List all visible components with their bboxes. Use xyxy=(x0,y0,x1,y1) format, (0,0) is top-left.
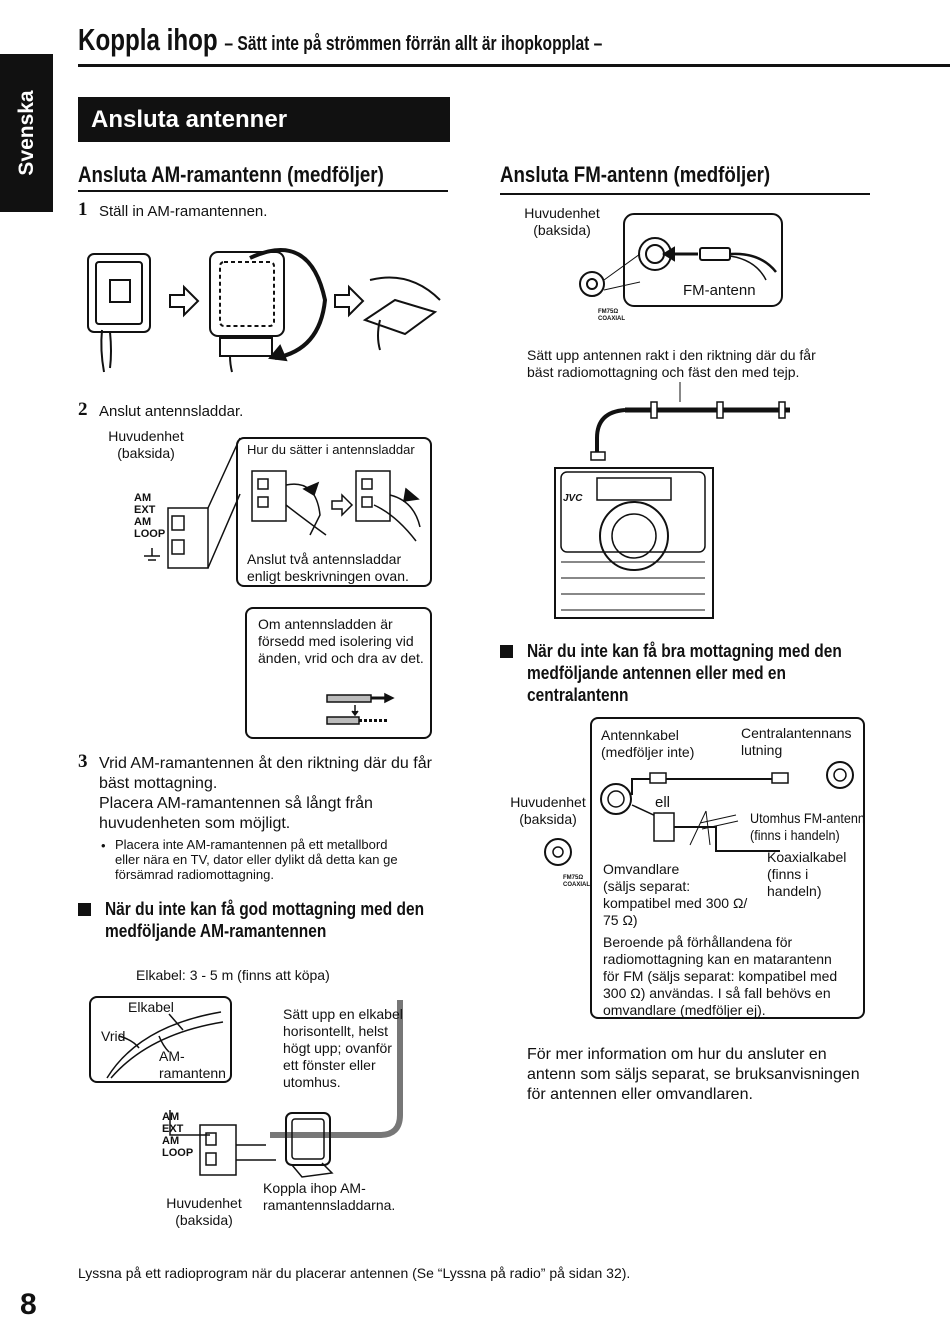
stereo-unit-illustration xyxy=(554,382,790,619)
insulation-box: Om antennsladden är försedd med isolerin… xyxy=(245,607,432,739)
am-step3-text: Vrid AM-ramantennen åt den riktning där … xyxy=(99,754,459,834)
fm-connection-illustration xyxy=(579,213,783,307)
fm-poor-reception-box xyxy=(590,717,865,1019)
page-title-subtitle: – Sätt inte på strömmen förrän allt är i… xyxy=(224,33,603,55)
am-terminal-label: AM xyxy=(134,516,152,528)
am-main-unit-label: Huvudenhet (baksida) xyxy=(108,428,184,461)
fm-or-label: ell xyxy=(655,794,671,811)
am-poor-heading: När du inte kan få god mottagning med de… xyxy=(105,899,425,941)
fm-antenna-cable-label: Antennkabel (medföljer inte) xyxy=(601,727,695,760)
fm-heading: Ansluta FM-antenn (medföljer) xyxy=(500,162,771,187)
am-terminal-label: AM xyxy=(134,492,152,504)
fm-more-info: För mer information om hur du ansluter e… xyxy=(527,1046,860,1103)
page-title: Koppla ihop – Sätt inte på strömmen förr… xyxy=(78,22,602,58)
bullet-dot: • xyxy=(101,838,106,853)
fm-heading-rule xyxy=(500,193,870,195)
fm-coax-label: Koaxialkabel (finns i handeln) xyxy=(767,849,847,899)
am-bottom-main-unit-label: Huvudenhet (baksida) xyxy=(166,1195,242,1228)
am-terminal-label: AM xyxy=(162,1111,180,1123)
am-poor-heading-square xyxy=(78,903,91,916)
am-wire-note: Sätt upp en elkabel horisontellt, helst … xyxy=(283,1006,403,1090)
am-inset-vrid: Vrid xyxy=(101,1028,126,1044)
fm-main-unit-label-2: Huvudenhet (baksida) xyxy=(510,794,586,827)
fm-instruction: Sätt upp antennen rakt i den riktning dä… xyxy=(527,347,816,380)
am-step1-number: 1 xyxy=(78,199,88,220)
am-bottom-terminal-labels: AM EXT AM LOOP xyxy=(162,1111,193,1159)
am-step3-line: Placera AM-ramantennen så långt från xyxy=(99,795,373,812)
fm-central-outlet-label: Centralantennans lutning xyxy=(741,725,852,758)
fm-converter-label: Omvandlare (säljs separat: kompatibel me… xyxy=(603,861,748,928)
am-step3-line: Vrid AM-ramantennen åt den riktning där … xyxy=(99,755,432,772)
fm-main-unit-label: Huvudenhet (baksida) xyxy=(524,205,600,238)
language-tab: Svenska xyxy=(0,54,53,212)
fm-jack-label-2: FM75Ω COAXIAL xyxy=(563,875,590,888)
am-inset-antenna: AM- ramantenn xyxy=(159,1048,226,1081)
fm-outdoor-connection-illustration xyxy=(544,761,854,866)
am-heading: Ansluta AM-ramantenn (medföljer) xyxy=(78,162,384,187)
am-step3-bullet: Placera inte AM-ramantennen på ett metal… xyxy=(115,837,398,882)
language-tab-label: Svenska xyxy=(15,90,38,176)
howto-box-caption: Anslut två antennsladdar enligt beskrivn… xyxy=(247,551,409,584)
insulation-box-text: Om antennsladden är försedd med isolerin… xyxy=(258,616,424,666)
am-step2-text: Anslut antennsladdar. xyxy=(99,403,244,420)
wire-strip-illustration xyxy=(326,692,395,725)
am-step3-line: huvudenheten som möjligt. xyxy=(99,815,291,832)
page-number: 8 xyxy=(20,1288,37,1321)
am-step3-line: bäst mottagning. xyxy=(99,775,218,792)
howto-insert-wire-illustration xyxy=(251,470,421,542)
howto-box: Hur du sätter i antennsladdar Anslut två… xyxy=(236,437,432,587)
fm-depending-text: Beroende på förhållandena för radiomotta… xyxy=(603,934,838,1018)
fm-poor-heading-square xyxy=(500,645,513,658)
footer-note: Lyssna på ett radioprogram när du placer… xyxy=(78,1265,631,1281)
fm-jack-label: FM75Ω COAXIAL xyxy=(598,309,625,322)
am-inset-box: Elkabel Vrid AM- ramantenn xyxy=(89,996,232,1083)
fm-poor-heading: När du inte kan få bra mottagning med de… xyxy=(527,641,842,705)
am-inset-elkabel: Elkabel xyxy=(128,999,174,1015)
am-step2-number: 2 xyxy=(78,399,88,420)
am-terminal-illustration xyxy=(144,437,241,569)
am-terminal-label: LOOP xyxy=(162,1147,194,1159)
am-step3-number: 3 xyxy=(78,751,88,772)
howto-box-title: Hur du sätter i antennsladdar xyxy=(247,442,415,457)
am-terminal-labels: AM EXT AM LOOP xyxy=(134,492,165,540)
am-extension-wire-illustration xyxy=(169,1000,403,1178)
fm-outdoor-text: Utomhus FM-antenn (finns i handeln) xyxy=(750,810,865,843)
am-step1-text: Ställ in AM-ramantennen. xyxy=(99,203,268,220)
am-terminal-label: LOOP xyxy=(134,528,166,540)
am-terminal-label: EXT xyxy=(134,504,156,516)
fm-outdoor-label: Utomhus FM-antenn (finns i handeln) xyxy=(750,793,878,844)
brand-logo: JVC xyxy=(563,493,583,504)
am-terminal-label: EXT xyxy=(162,1123,184,1135)
am-terminal-label: AM xyxy=(162,1135,180,1147)
am-heading-rule xyxy=(78,190,448,192)
section-title: Ansluta antenner xyxy=(78,97,450,142)
wire-length-label: Elkabel: 3 - 5 m (finns att köpa) xyxy=(136,967,330,983)
fm-antenna-label: FM-antenn xyxy=(683,282,756,299)
am-bottom-connect-label: Koppla ihop AM- ramantennsladdarna. xyxy=(263,1180,396,1213)
am-inset-illustration xyxy=(106,1011,224,1079)
title-rule xyxy=(78,64,950,67)
loop-antenna-setup-illustration xyxy=(87,248,441,373)
page-title-main: Koppla ihop xyxy=(78,22,218,57)
